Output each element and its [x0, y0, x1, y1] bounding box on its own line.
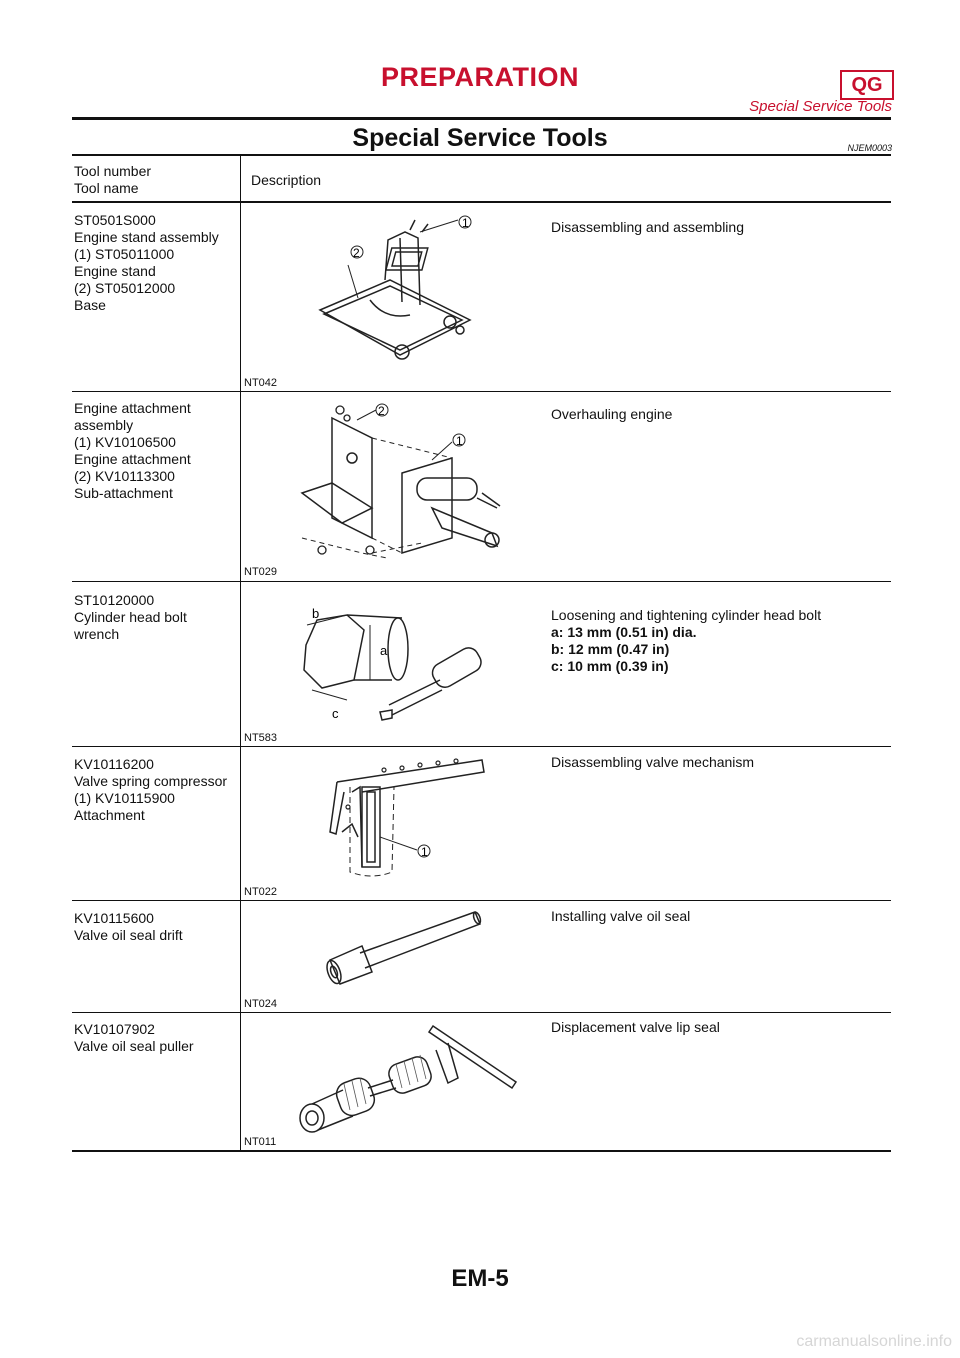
watermark: carmanualsonline.info: [796, 1333, 952, 1350]
figure-code: NT042: [244, 377, 278, 389]
svg-text:1: 1: [462, 216, 469, 230]
figure-code: NT011: [244, 1136, 277, 1148]
page-number: EM-5: [451, 1265, 509, 1292]
svg-text:c: c: [332, 706, 339, 721]
svg-text:a: a: [380, 643, 388, 658]
table-row: ST0501S000 Engine stand assembly (1) ST0…: [74, 212, 219, 313]
engine-attachment-illustration: 2 1: [300, 403, 501, 559]
row-divider: [72, 391, 891, 392]
section-rule: [72, 154, 891, 156]
section-code: NJEM0003: [847, 143, 892, 153]
row-description: Disassembling and assembling: [551, 219, 744, 235]
table-row: KV10115600 Valve oil seal drift: [74, 910, 183, 943]
row-divider: [72, 581, 891, 582]
engine-code-badge: QG: [840, 70, 894, 100]
table-bottom-rule: [72, 1150, 891, 1152]
head-bolt-wrench-illustration: b a c: [303, 606, 482, 721]
valve-oil-seal-drift-illustration: [326, 911, 482, 985]
valve-oil-seal-puller-illustration: [299, 1024, 518, 1133]
table-head-rule: [72, 201, 891, 203]
table-head-tool: Tool number Tool name: [74, 163, 152, 196]
page-header-title: PREPARATION: [380, 62, 579, 92]
svg-text:b: b: [312, 606, 319, 621]
row-description: Overhauling engine: [551, 406, 673, 422]
figure-code: NT583: [244, 732, 278, 744]
svg-text:1: 1: [456, 434, 463, 448]
figure-code: NT024: [244, 998, 278, 1010]
svg-text:2: 2: [353, 246, 360, 260]
column-divider: [240, 156, 241, 1150]
table-head-description: Description: [251, 172, 322, 188]
figure-code: NT029: [244, 566, 278, 578]
section-title: Special Service Tools: [352, 124, 608, 152]
row-divider: [72, 1012, 891, 1013]
header-rule: [72, 117, 891, 120]
page-header-subtitle: Special Service Tools: [749, 98, 892, 115]
table-row: Engine attachment assembly (1) KV1010650…: [74, 400, 191, 501]
row-divider: [72, 746, 891, 747]
engine-stand-illustration: 1 2: [318, 215, 472, 360]
row-description: Disassembling valve mechanism: [551, 754, 755, 770]
svg-text:2: 2: [378, 404, 385, 418]
valve-spring-compressor-illustration: 1: [329, 758, 485, 877]
row-description: Installing valve oil seal: [551, 908, 691, 924]
row-divider: [72, 900, 891, 901]
figure-code: NT022: [244, 886, 278, 898]
table-row: KV10107902 Valve oil seal puller: [74, 1021, 194, 1054]
row-description: Loosening and tightening cylinder head b…: [551, 607, 822, 674]
table-row: KV10116200 Valve spring compressor (1) K…: [74, 756, 228, 823]
table-row: ST10120000 Cylinder head bolt wrench: [74, 592, 187, 642]
row-description: Displacement valve lip seal: [551, 1019, 720, 1035]
svg-text:1: 1: [421, 845, 428, 859]
